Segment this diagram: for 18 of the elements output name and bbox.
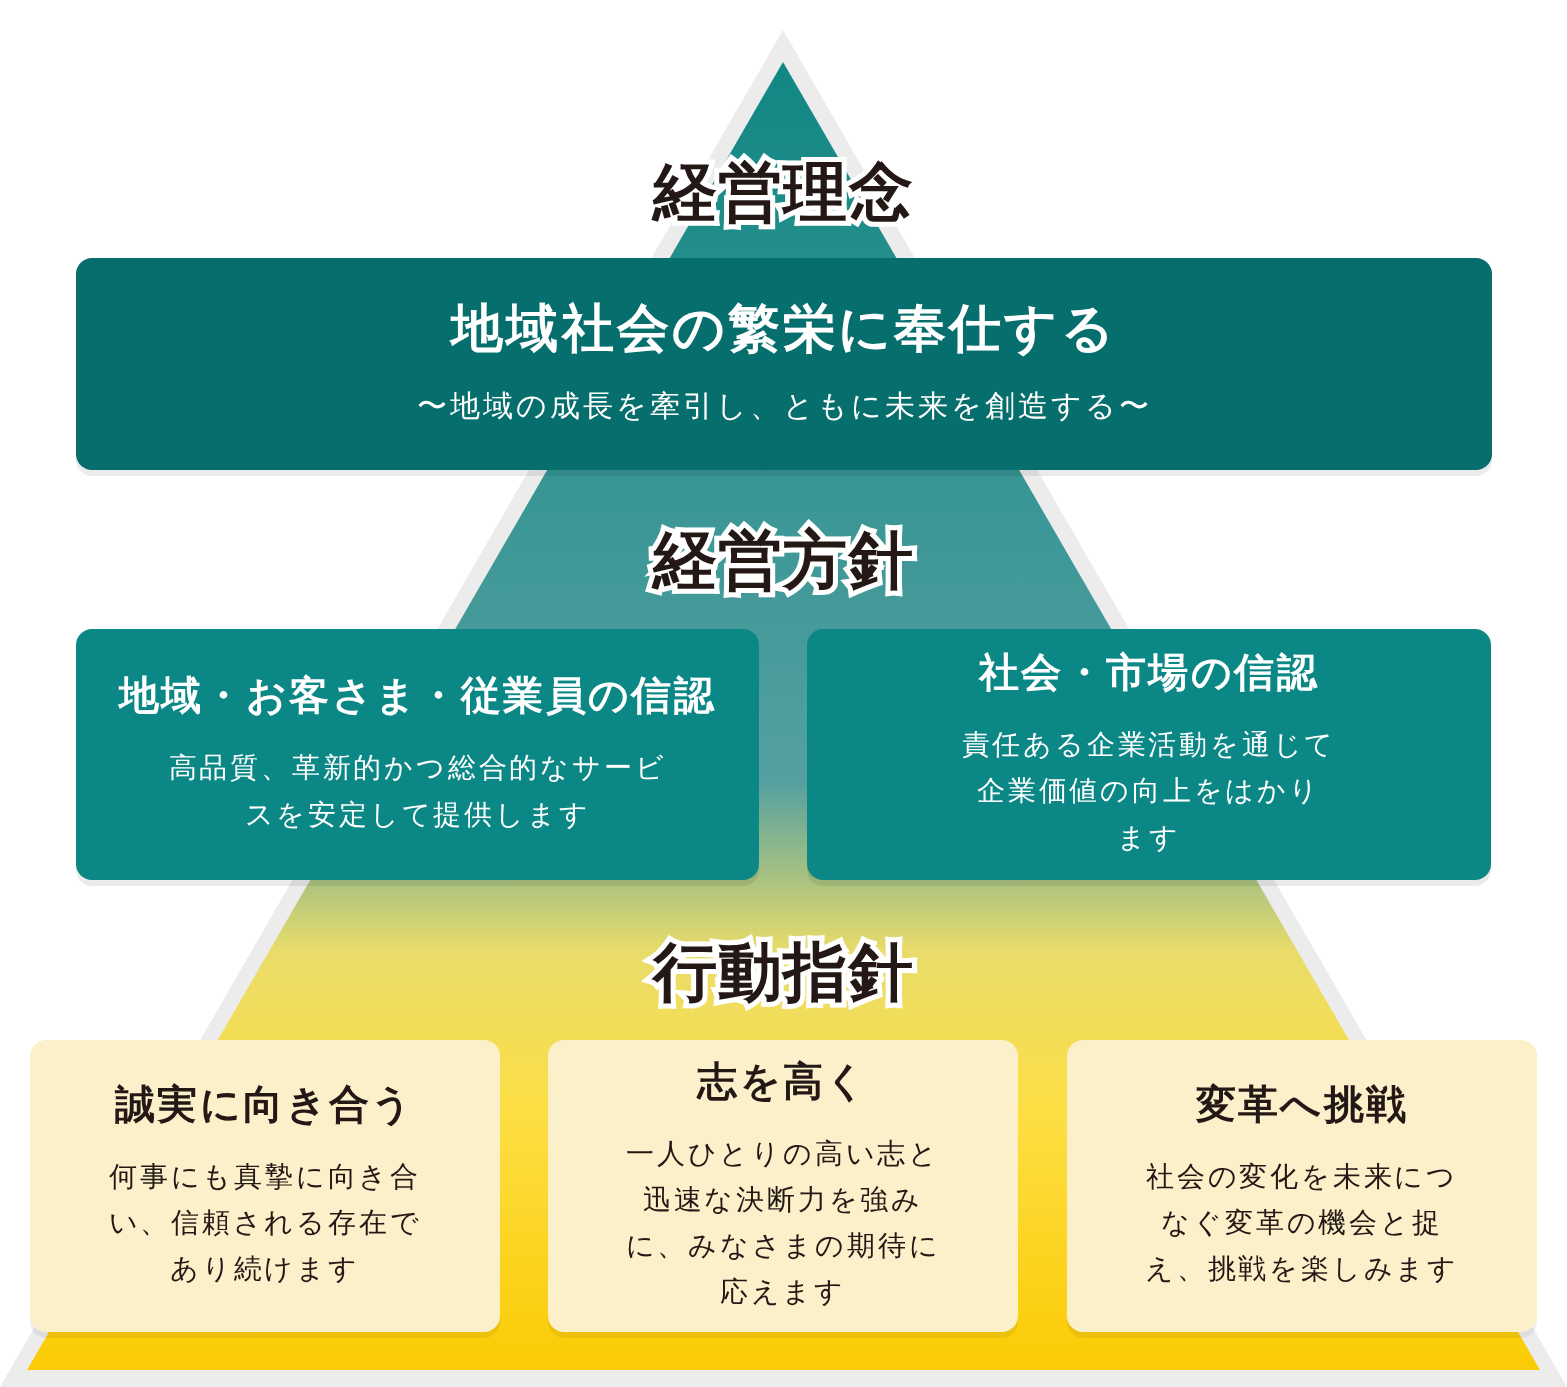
card-title: 誠実に向き合う — [115, 1079, 415, 1128]
text-card — [30, 1040, 500, 1332]
card-text: 〜地域の成長を牽引し、ともに未来を創造する〜 — [416, 387, 1152, 426]
text-card — [807, 629, 1491, 880]
text-card — [548, 1040, 1018, 1332]
card-text: 社会の変化を未来につなぐ変革の機会と捉え、挑戦を楽しみます — [1144, 1158, 1460, 1288]
card-title: 社会・市場の信認 — [978, 648, 1320, 697]
card-title: 地域社会の繁栄に奉仕する — [451, 297, 1117, 360]
card-title: 志を高く — [697, 1056, 869, 1105]
card-text: 一人ひとりの高い志と迅速な決断力を強みに、みなさまの期待に応えます — [624, 1135, 942, 1311]
card-text: 何事にも真摯に向き合い、信頼される存在であり続けます — [107, 1158, 423, 1288]
card-title: 変革へ挑戦 — [1195, 1079, 1409, 1128]
card-text: 責任ある企業活動を通じて企業価値の向上をはかります — [961, 727, 1337, 856]
card-title: 地域・お客さま・従業員の信認 — [118, 671, 717, 720]
text-card — [76, 258, 1492, 470]
text-card — [1067, 1040, 1537, 1332]
card-text: 高品質、革新的かつ総合的なサービスを安定して提供します — [167, 750, 668, 833]
text-card — [76, 629, 759, 880]
